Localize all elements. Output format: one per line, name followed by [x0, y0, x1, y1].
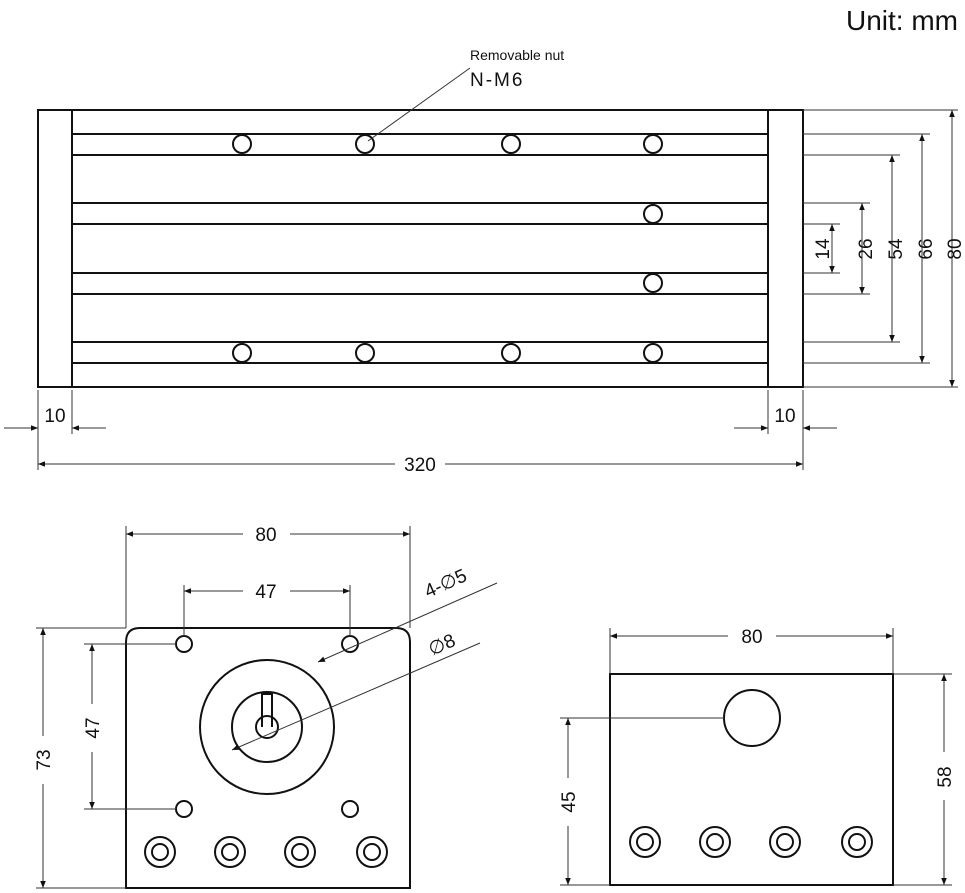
height-dimension-lines — [829, 110, 955, 387]
side-plate-outline — [609, 673, 894, 886]
shaft-bore — [255, 715, 279, 739]
front-width: 80 — [255, 525, 276, 546]
end-plate-outline — [125, 627, 411, 889]
hole-spacing-y: 47 — [83, 717, 104, 738]
front-bottom-bolts — [144, 836, 388, 868]
hole-callout-leader — [317, 582, 498, 663]
mounting-hole-br — [341, 800, 359, 818]
dim-length: 320 — [404, 455, 436, 476]
dim-height-80: 80 — [945, 238, 965, 259]
side-width: 80 — [741, 627, 762, 648]
dim-height-26: 26 — [856, 238, 877, 259]
side-bore — [723, 689, 781, 747]
mounting-hole-tl — [175, 635, 193, 653]
bearing-housing-outer — [199, 659, 335, 795]
dim-height-54: 54 — [886, 238, 907, 260]
bearing-housing-inner — [231, 691, 303, 763]
dim-slot-14: 14 — [813, 238, 834, 260]
rail-body — [37, 109, 804, 388]
bore-callout: ∅8 — [425, 630, 458, 660]
hole-height: 45 — [559, 791, 580, 812]
mounting-hole-bl — [175, 800, 193, 818]
side-view: 80 58 45 — [559, 627, 956, 886]
mounting-hole-tr — [341, 635, 359, 653]
height-extension-lines — [803, 109, 958, 388]
dim-end-right: 10 — [774, 406, 795, 427]
dim-end-left: 10 — [44, 406, 65, 427]
front-view: 80 47 47 73 4-∅5 ∅8 — [34, 525, 498, 889]
unit-label: Unit: mm — [846, 5, 958, 36]
removable-nuts — [232, 134, 663, 363]
t-slot-lines — [72, 133, 768, 364]
bore-callout-leader — [231, 642, 481, 751]
nut-callout-code: N-M6 — [470, 70, 524, 91]
shaft-keyway — [261, 693, 273, 727]
dim-height-66: 66 — [916, 238, 937, 259]
top-view: Removable nut N-M6 14 26 54 66 80 — [4, 47, 965, 476]
hole-spacing-x: 47 — [255, 582, 276, 603]
front-height: 73 — [34, 749, 55, 770]
nut-leader-line — [367, 67, 471, 142]
nut-callout-title: Removable nut — [470, 47, 564, 63]
side-height: 58 — [935, 766, 956, 787]
side-bottom-bolts — [629, 826, 873, 858]
hole-callout: 4-∅5 — [421, 565, 470, 602]
